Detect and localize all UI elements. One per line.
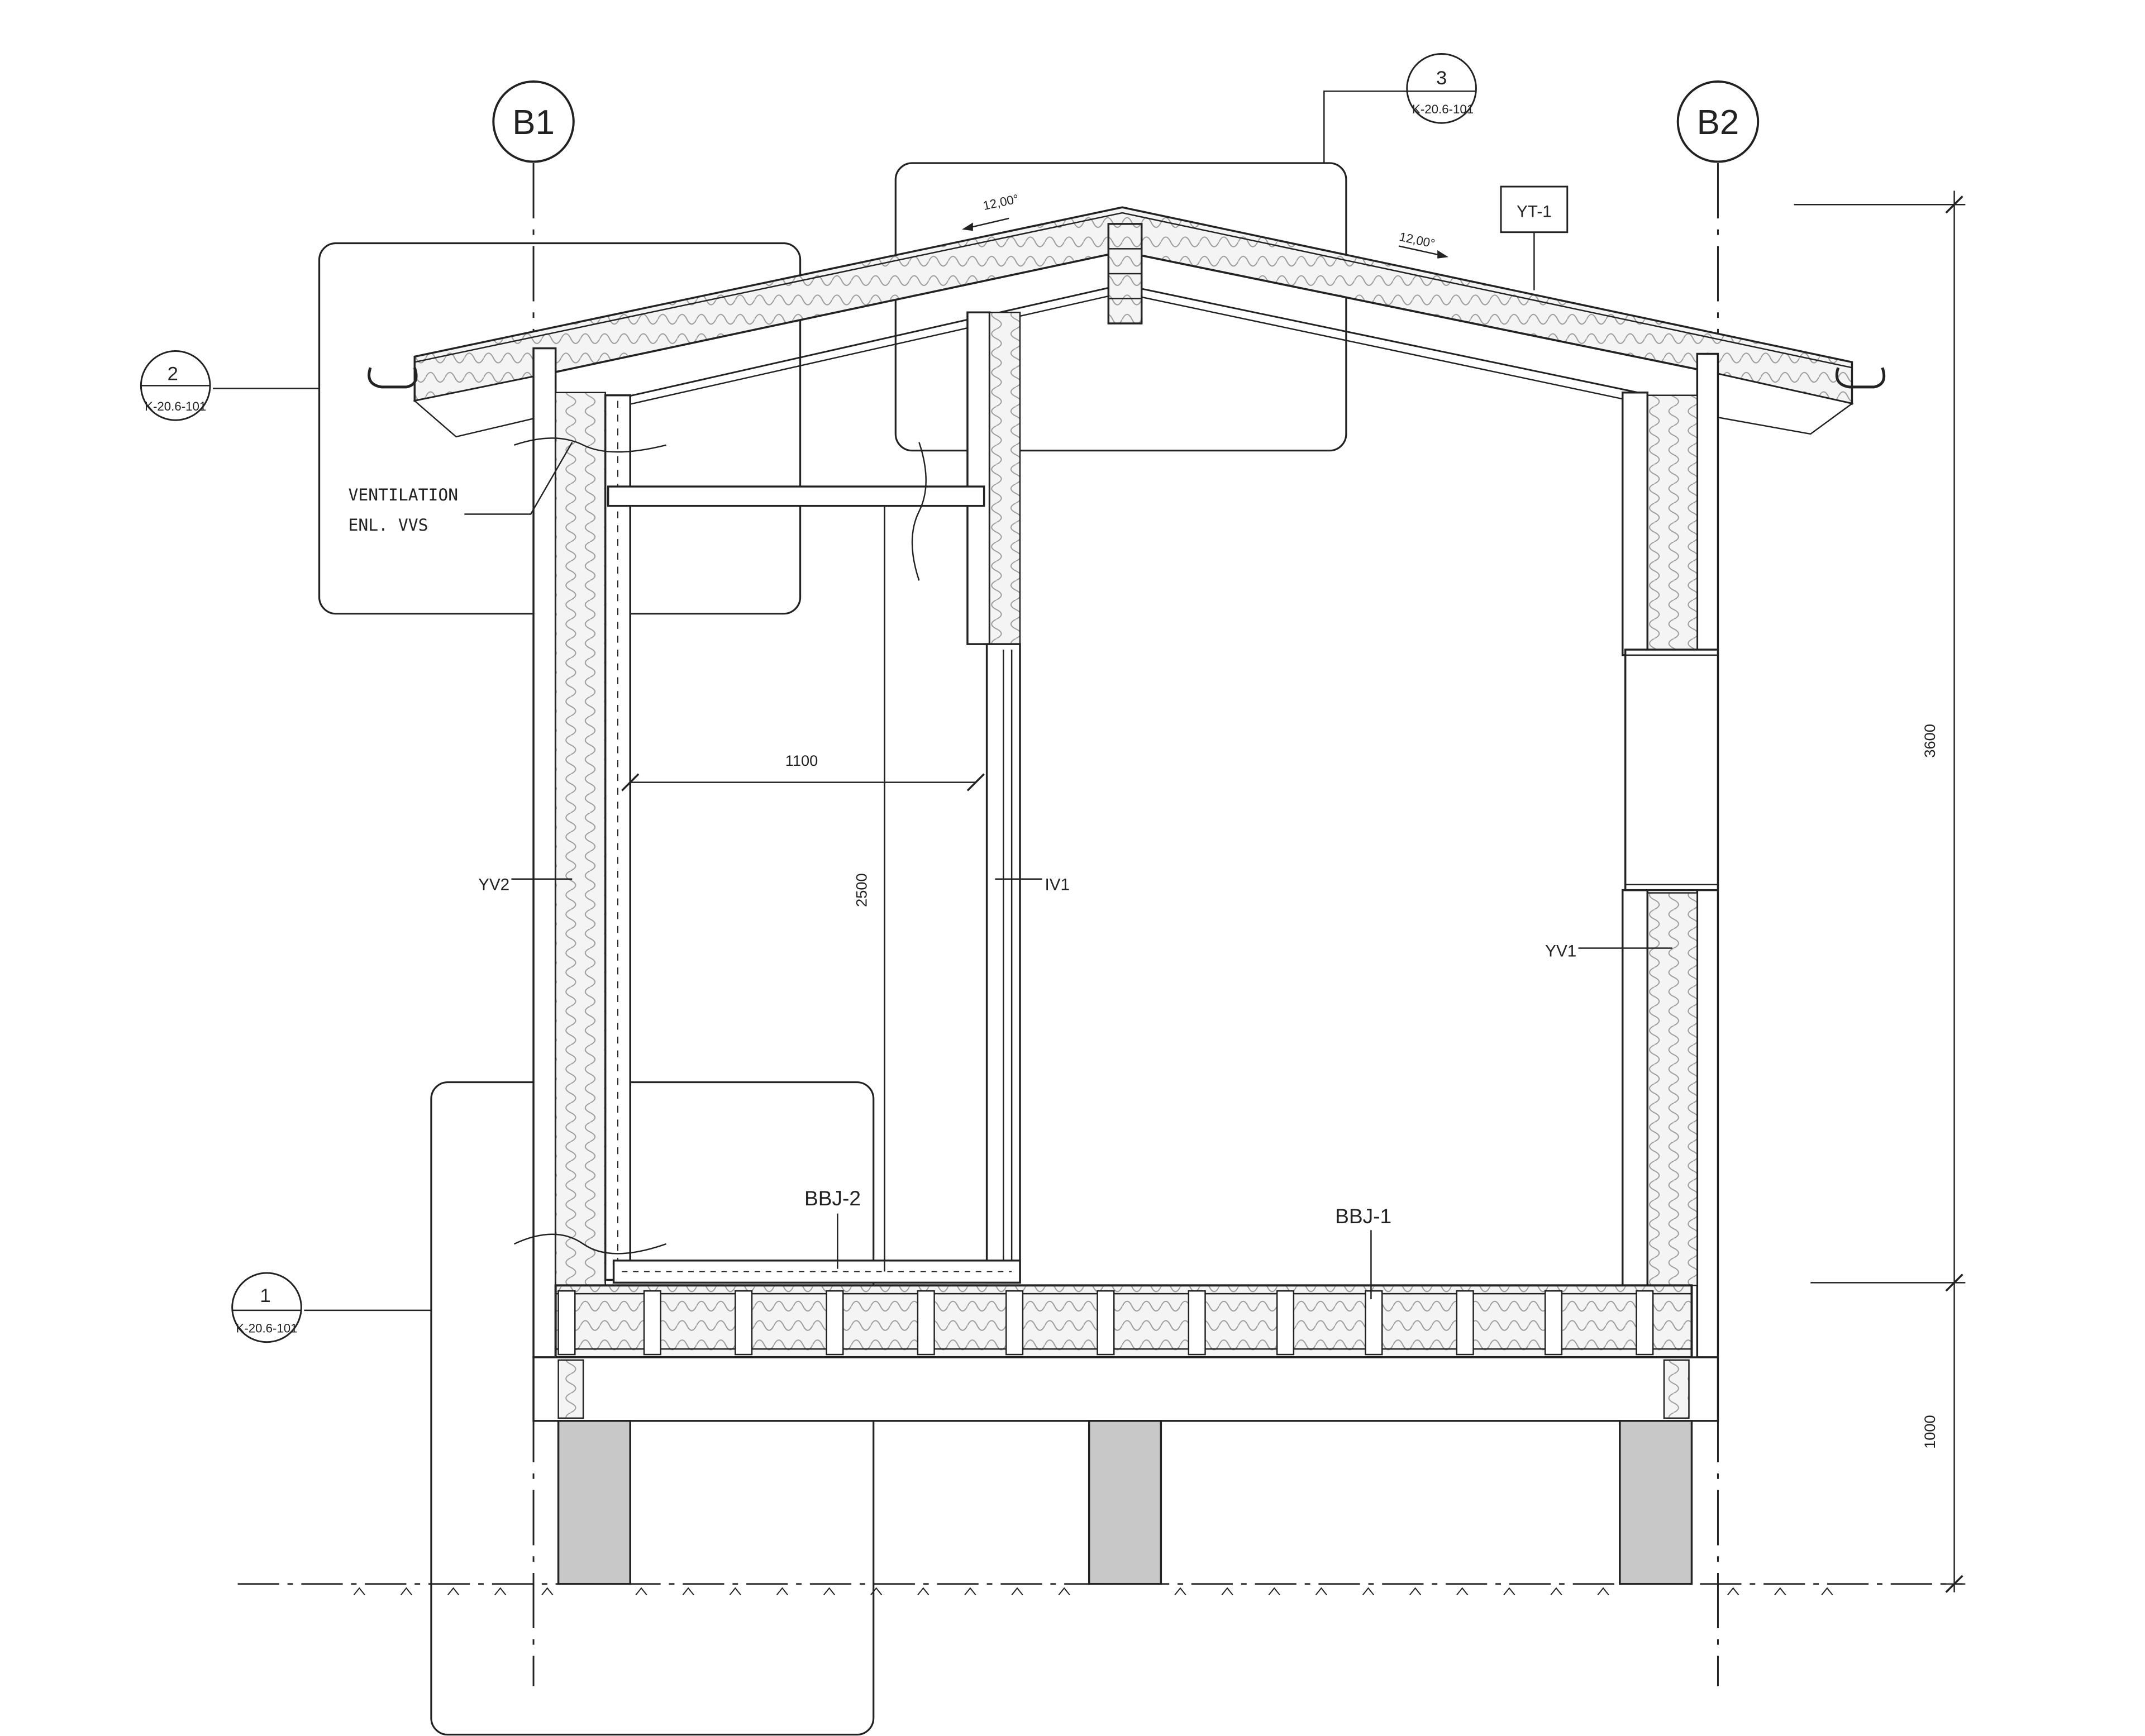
roof-tag-text: YT-1 (1517, 202, 1552, 221)
callout-bubble-3: 3 K-20.6-101 (1406, 53, 1477, 124)
label-yv1-group: YV1 (1545, 942, 1672, 960)
label-bbj2: BBJ-2 (804, 1186, 861, 1210)
ventilation-line1: VENTILATION (349, 485, 459, 505)
interior-wall-iv1 (966, 311, 1021, 1284)
airflow-arrows (513, 437, 927, 1255)
detail-frame-3 (894, 90, 1407, 452)
slope-left-text: 12,00° (981, 192, 1019, 213)
gutter-left-icon (368, 367, 418, 389)
callout-3-number: 3 (1436, 68, 1447, 89)
callout-3-sheet: K-20.6-101 (1412, 102, 1474, 116)
callout-1-sheet: K-20.6-101 (236, 1321, 297, 1335)
ventilation-line2: ENL. VVS (349, 516, 428, 535)
dim-room-width-text: 1100 (785, 752, 818, 769)
callout-bubble-1: 1 K-20.6-101 (231, 1272, 302, 1343)
dimension-total-height: 3600 1000 (1794, 190, 1966, 1593)
ventilation-note: VENTILATION ENL. VVS (349, 442, 573, 535)
ground-line (237, 1583, 1963, 1596)
callout-2-sheet: K-20.6-101 (145, 399, 206, 413)
callout-1-number: 1 (260, 1285, 270, 1306)
label-iv1: IV1 (1045, 876, 1070, 894)
dimension-room-width: 1100 (621, 752, 985, 791)
label-yv1: YV1 (1545, 942, 1576, 960)
wall-left-yv2 (532, 347, 631, 1358)
dim-total-height-text: 3600 (1921, 724, 1938, 758)
dimension-room-height: 2500 (852, 505, 885, 1272)
callout-2-number: 2 (168, 363, 178, 384)
ridge-beam (1107, 223, 1143, 325)
dim-room-height-text: 2500 (852, 873, 870, 907)
label-bbj1-group: BBJ-1 (1335, 1204, 1391, 1300)
label-bbj1: BBJ-1 (1335, 1204, 1391, 1228)
loft-shelf (607, 485, 985, 1272)
label-bbj2-group: BBJ-2 (804, 1186, 861, 1269)
floor-bbj1 (554, 1284, 1693, 1358)
grid-bubble-b2: B2 (1676, 80, 1760, 163)
grid-bubble-b1: B1 (492, 80, 575, 163)
slope-arrow-left: 12,00° (962, 192, 1020, 231)
label-yv2: YV2 (478, 876, 509, 894)
label-iv1-group: IV1 (995, 876, 1070, 894)
floor-joists (557, 1290, 1654, 1356)
slope-arrow-right: 12,00° (1398, 230, 1448, 259)
dim-foundation-height-text: 1000 (1921, 1415, 1938, 1449)
grid-label-b1: B1 (512, 103, 555, 142)
label-yv2-group: YV2 (478, 876, 573, 894)
foundation-beam (532, 1356, 1719, 1422)
wall-right-yv1 (1622, 352, 1719, 1358)
roof-tag-yt1: YT-1 (1500, 185, 1569, 290)
gutter-right-icon (1835, 367, 1886, 389)
floor-bbj2 (612, 1260, 1021, 1284)
grid-label-b2: B2 (1697, 103, 1739, 142)
foundation-plinths (557, 1420, 1693, 1585)
callout-bubble-2: 2 K-20.6-101 (140, 350, 211, 421)
